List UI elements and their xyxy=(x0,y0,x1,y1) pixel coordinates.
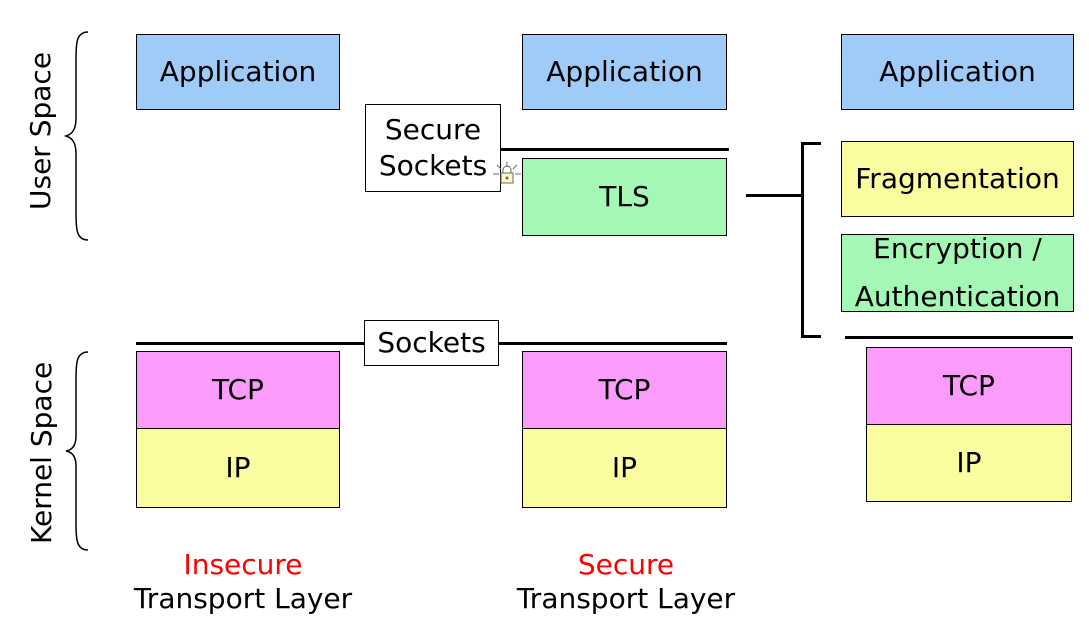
insecure-application-box: Application xyxy=(136,34,340,110)
insecure-tcp-box: TCP xyxy=(136,351,340,429)
user-space-label: User Space xyxy=(24,51,57,210)
insecure-caption: Insecure Transport Layer xyxy=(118,548,368,616)
user-space-brace xyxy=(63,31,89,241)
insecure-caption-title: Insecure xyxy=(183,548,303,581)
detail-sockets-line xyxy=(845,336,1073,339)
secure-sockets-line1: Secure xyxy=(384,113,482,146)
detail-bracket-vertical xyxy=(801,142,804,338)
insecure-caption-subtitle: Transport Layer xyxy=(133,582,353,615)
encryption-label: Encryption / xyxy=(873,232,1042,265)
secure-sockets-label: Secure Sockets xyxy=(365,104,501,192)
detail-ip-box: IP xyxy=(866,424,1072,502)
encryption-authentication-box: Encryption / Authentication xyxy=(841,232,1074,313)
kernel-space-label: Kernel Space xyxy=(25,361,58,544)
sockets-label: Sockets xyxy=(364,320,499,366)
tls-connector-line xyxy=(746,194,803,197)
secure-sockets-line xyxy=(500,148,729,151)
detail-bracket-bottom xyxy=(801,335,821,338)
authentication-label: Authentication xyxy=(854,280,1061,313)
secure-application-box: Application xyxy=(522,34,727,110)
secure-caption-subtitle: Transport Layer xyxy=(516,582,736,615)
secure-tcp-box: TCP xyxy=(522,351,727,429)
lock-burst-icon xyxy=(493,162,521,184)
secure-caption-title: Secure xyxy=(577,548,675,581)
kernel-space-brace xyxy=(65,351,89,551)
detail-application-box: Application xyxy=(841,34,1074,110)
detail-bracket-top xyxy=(801,142,821,145)
tls-box: TLS xyxy=(522,158,727,236)
fragmentation-box: Fragmentation xyxy=(841,141,1074,217)
insecure-ip-box: IP xyxy=(136,428,340,508)
secure-ip-box: IP xyxy=(522,428,727,508)
detail-tcp-box: TCP xyxy=(866,347,1072,425)
secure-caption: Secure Transport Layer xyxy=(500,548,752,616)
secure-sockets-line2: Sockets xyxy=(378,149,488,182)
